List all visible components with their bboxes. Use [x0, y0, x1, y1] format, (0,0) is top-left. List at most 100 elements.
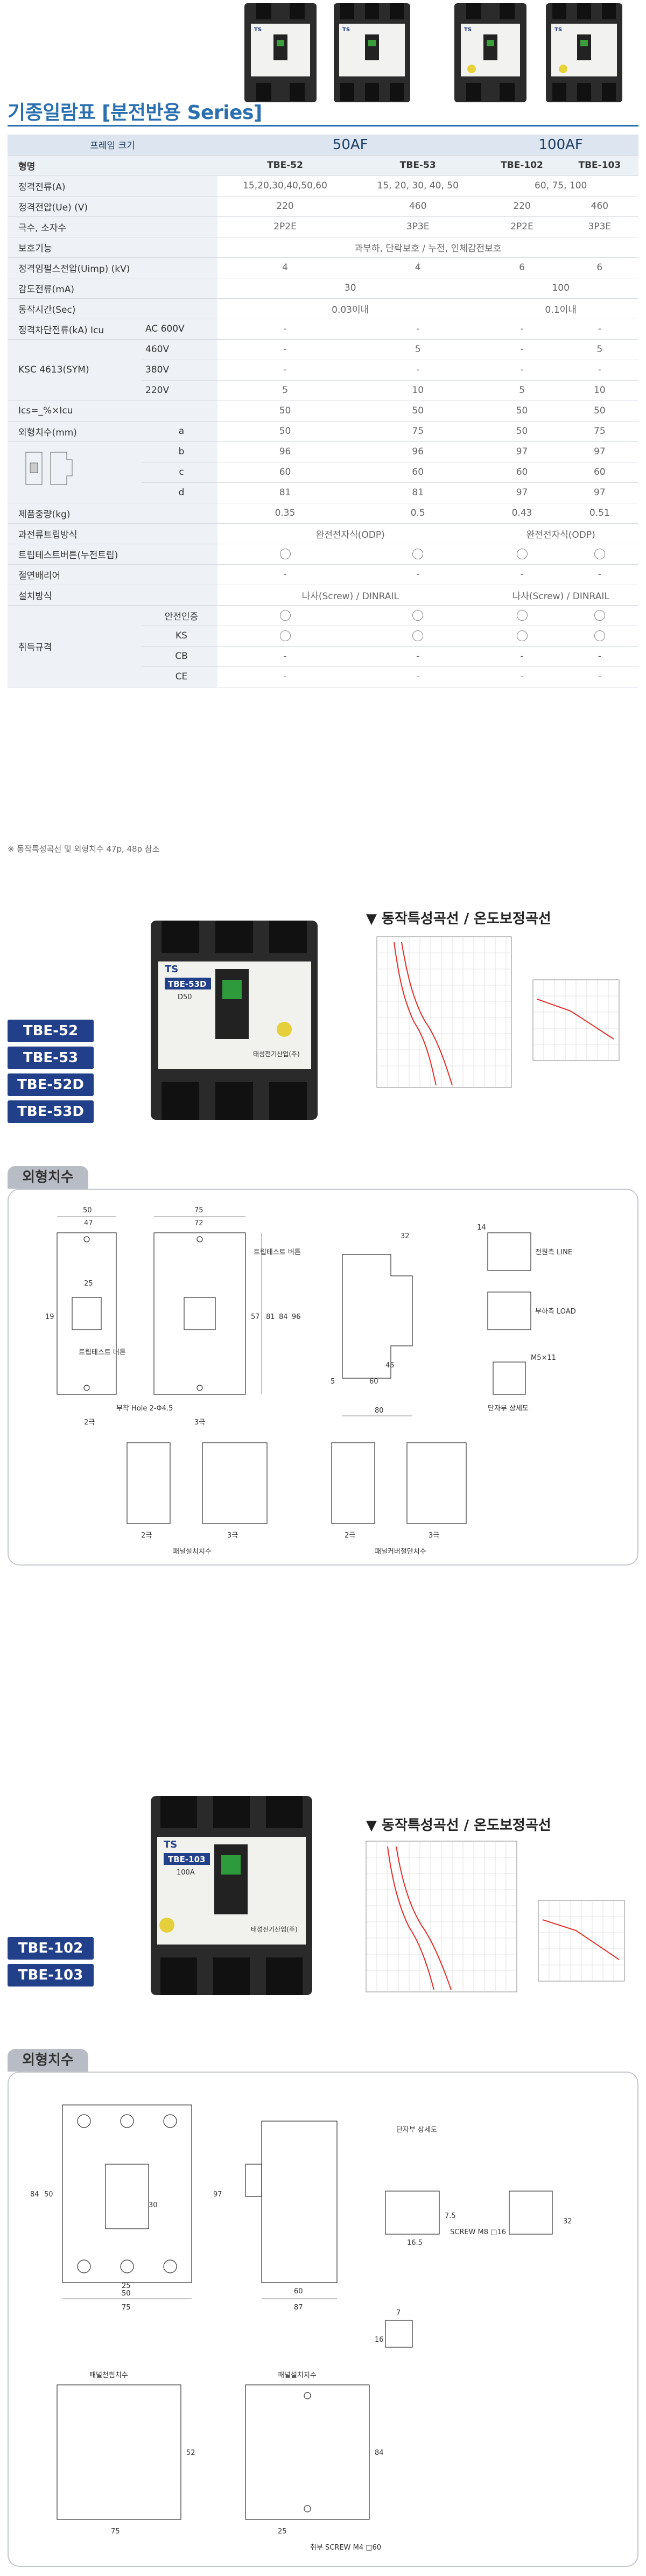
svg-text:TS: TS	[464, 27, 472, 33]
svg-text:패널설치치수: 패널설치치수	[173, 1548, 212, 1556]
sub-label: AC 600V	[142, 319, 217, 340]
cell: -	[560, 360, 638, 381]
table-row: CE - - - -	[8, 666, 638, 687]
svg-text:96: 96	[292, 1313, 301, 1321]
model-badge: TBE-102	[8, 1937, 94, 1960]
cell: 0.03이내	[217, 298, 483, 319]
circle-icon	[412, 549, 424, 559]
cell: 10	[353, 380, 483, 401]
cell: 과부하, 단락보호 / 누전, 인체감전보호	[217, 237, 638, 258]
cell: -	[483, 666, 561, 687]
row-label: 정격차단전류(kA) Icu	[8, 319, 142, 340]
cell: 4	[217, 257, 353, 278]
table-row: 정격임펄스전압(Uimp) (kV) 4 4 6 6	[8, 257, 638, 278]
table-row: 극수, 소자수 2P2E 3P3E 2P2E 3P3E	[8, 216, 638, 237]
svg-text:81: 81	[266, 1313, 275, 1321]
cell: -	[353, 666, 483, 687]
table-row: 정격차단전류(kA) Icu AC 600V - - - -	[8, 319, 638, 340]
model-cell: TBE-103	[560, 155, 638, 176]
dimension-drawing-panel-2: 84 50 30 97 25 50 75 60 87 단자부 상세도 16.5 …	[8, 2072, 638, 2567]
model-badge: TBE-52D	[8, 1073, 94, 1096]
cell: 0.43	[483, 503, 561, 524]
cell	[353, 605, 483, 626]
cell: -	[217, 319, 353, 340]
svg-text:50: 50	[122, 2290, 131, 2298]
svg-text:취부 SCREW M4 □60: 취부 SCREW M4 □60	[310, 2544, 381, 2552]
svg-text:부착 Hole 2-Φ4.5: 부착 Hole 2-Φ4.5	[116, 1405, 173, 1413]
cell	[217, 605, 353, 626]
svg-text:16: 16	[375, 2336, 384, 2344]
cell: -	[483, 339, 561, 360]
svg-text:전원측 LINE: 전원측 LINE	[535, 1248, 572, 1257]
svg-text:25: 25	[84, 1280, 93, 1288]
svg-text:57: 57	[251, 1313, 260, 1321]
svg-text:60: 60	[294, 2287, 303, 2296]
cell: 97	[483, 482, 561, 503]
table-row: 설치방식 나사(Screw) / DINRAIL 나사(Screw) / DIN…	[8, 585, 638, 606]
svg-text:100A: 100A	[177, 1869, 195, 1877]
circle-icon	[279, 630, 291, 641]
svg-text:60: 60	[369, 1378, 378, 1386]
row-label: 극수, 소자수	[8, 216, 217, 237]
svg-text:단자부 상세도: 단자부 상세도	[396, 2126, 437, 2134]
cell: 완전전자식(ODP)	[217, 523, 483, 544]
svg-text:84: 84	[279, 1313, 288, 1321]
model-badge: TBE-53	[8, 1047, 94, 1069]
svg-text:80: 80	[375, 1407, 384, 1415]
model-cell: TBE-52	[217, 155, 353, 176]
table-row: 동작시간(Sec) 0.03이내 0.1이내	[8, 298, 638, 319]
svg-text:태성전기산업(주): 태성전기산업(주)	[251, 1926, 298, 1933]
svg-text:7.5: 7.5	[445, 2212, 456, 2220]
dim-tab: 외형치수	[8, 2049, 88, 2072]
circle-icon	[516, 610, 528, 621]
sub-label: b	[142, 441, 217, 462]
cell: 460	[560, 196, 638, 217]
svg-text:32: 32	[401, 1232, 410, 1240]
cell: 6	[560, 257, 638, 278]
cell: -	[483, 564, 561, 585]
cell: 100	[483, 278, 638, 299]
circle-icon	[516, 549, 528, 559]
svg-text:2극: 2극	[84, 1419, 95, 1427]
cell: -	[560, 319, 638, 340]
svg-text:30: 30	[149, 2201, 158, 2209]
model-cell: TBE-102	[483, 155, 561, 176]
svg-text:TS: TS	[554, 27, 562, 33]
svg-text:45: 45	[385, 1361, 395, 1370]
circle-icon	[594, 549, 605, 559]
sub-label: a	[142, 421, 217, 442]
curve-heading: ▼ 동작특성곡선 / 온도보정곡선	[366, 911, 551, 927]
breaker-photo-tbe52: TS	[240, 2, 321, 103]
svg-text:2극: 2극	[345, 1532, 355, 1540]
svg-text:72: 72	[194, 1219, 203, 1227]
svg-text:87: 87	[294, 2304, 303, 2312]
svg-text:부하측 LOAD: 부하측 LOAD	[535, 1308, 576, 1316]
table-row: 트립테스트버튼(누전트립)	[8, 544, 638, 565]
model-badge: TBE-52	[8, 1020, 94, 1042]
cell: 97	[483, 441, 561, 462]
row-label: 정격임펄스전압(Uimp) (kV)	[8, 257, 217, 278]
cell: 75	[353, 421, 483, 442]
table-row: 제품중량(kg) 0.35 0.5 0.43 0.51	[8, 503, 638, 524]
sub-label: d	[142, 482, 217, 503]
device-photo-tbe103: TS TBE-103 100A 태성전기산업(주)	[145, 1791, 318, 2001]
cell: -	[353, 564, 483, 585]
cell: 60	[560, 462, 638, 483]
cell: -	[353, 319, 483, 340]
sub-label: 안전인증	[142, 605, 217, 626]
cell: 2P2E	[483, 216, 561, 237]
svg-text:84: 84	[375, 2449, 384, 2457]
svg-text:태성전기산업(주): 태성전기산업(주)	[253, 1050, 300, 1058]
cell	[560, 544, 638, 565]
trip-curve-chart	[366, 931, 635, 1104]
cell: 81	[353, 482, 483, 503]
footnote: ※ 동작특성곡선 및 외형치수 47p, 48p 참조	[8, 844, 160, 854]
row-label: 감도전류(mA)	[8, 278, 217, 299]
model-cell: TBE-53	[353, 155, 483, 176]
cell: -	[217, 360, 353, 381]
row-label: 설치방식	[8, 585, 217, 606]
table-row: 취득규격 안전인증	[8, 605, 638, 687]
svg-text:TBE-103: TBE-103	[168, 1855, 205, 1864]
sub-label: 220V	[142, 380, 217, 401]
svg-text:TBE-53D: TBE-53D	[168, 979, 206, 989]
